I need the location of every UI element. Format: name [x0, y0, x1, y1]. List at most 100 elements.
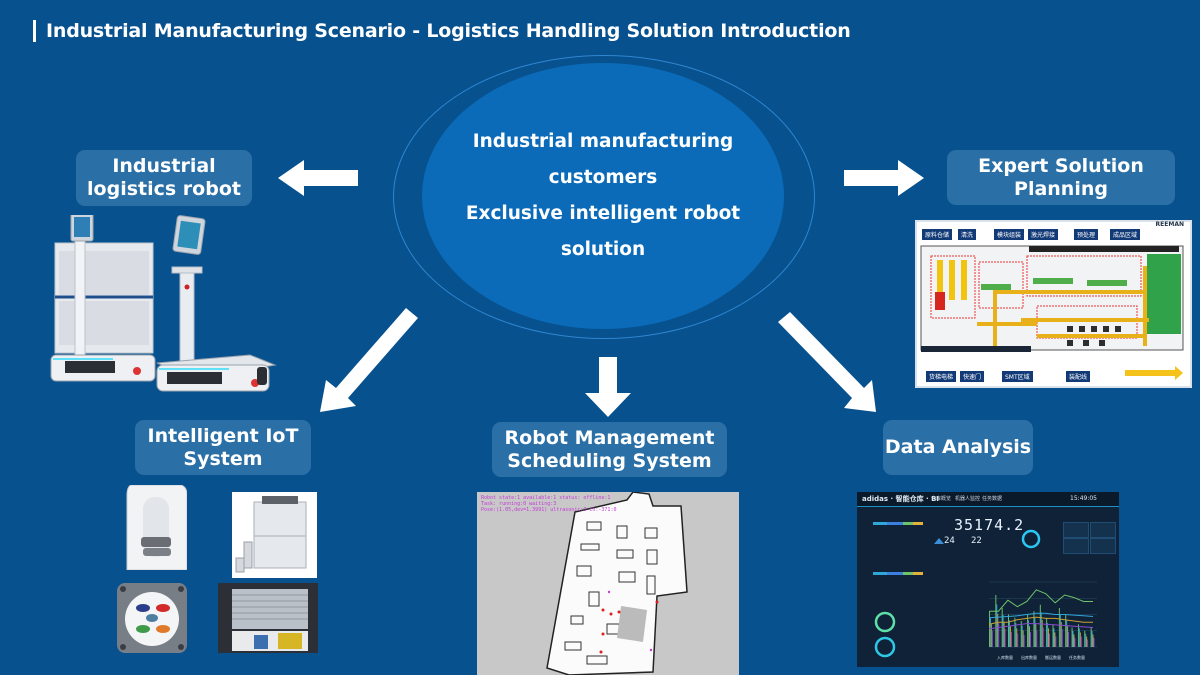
chart-bar: [1039, 604, 1041, 647]
label-robot-management-scheduling: Robot Management Scheduling System: [492, 422, 727, 477]
dashboard-stat-a: 24: [944, 536, 955, 546]
chart-line: [988, 623, 1094, 630]
chart-bar: [1027, 614, 1029, 647]
log-line: Task: running:0 waiting:3: [481, 501, 557, 507]
dashboard-header: [857, 492, 1119, 507]
dashboard-brand: adidas · 智能仓库 · BI: [862, 495, 940, 503]
robot-map-image: Robot state:1 available:1 status: offlin…: [477, 492, 739, 675]
dashboard-tab: 仓库概览: [931, 496, 952, 502]
shelf-robot: [50, 215, 156, 382]
label-expert-solution-planning: Expert Solution Planning: [947, 150, 1175, 205]
chart-bar: [1004, 629, 1006, 647]
dashboard-tab: 任务数据: [982, 496, 1003, 502]
chart-bar: [1058, 608, 1060, 647]
dashboard-card: [1063, 522, 1089, 538]
call-button-device-image: [126, 485, 187, 570]
chart-bar: [1036, 630, 1038, 647]
robot-map-log: Robot state:1 available:1 status: offlin…: [481, 495, 616, 513]
chart-bar: [1010, 632, 1012, 647]
chart-bar: [1033, 611, 1035, 647]
chart-bar: [1091, 631, 1093, 647]
chart-bar: [1015, 623, 1017, 647]
chart-bar: [1009, 626, 1011, 647]
robot-map-drawing: [546, 492, 688, 675]
arrow-to-iot: [320, 308, 418, 412]
dashboard-card: [1090, 538, 1116, 554]
logistics-robots-image: [50, 215, 277, 392]
chart-bar: [1003, 622, 1005, 647]
chart-bar: [1085, 633, 1087, 647]
chart-bar: [1053, 628, 1055, 647]
center-line: Industrial manufacturing: [472, 131, 734, 152]
dashboard-time: 15:49:05: [1070, 495, 1097, 502]
chart-bar: [1028, 620, 1030, 647]
label-industrial-logistics-robot: Industrial logistics robot: [76, 150, 252, 206]
chart-bar: [998, 623, 1000, 647]
center-ring: [393, 55, 815, 339]
arrow-to-analysis: [778, 312, 876, 412]
floor-plan-tag: 装配线: [1065, 370, 1092, 383]
floor-plan-tag: SMT区域: [1001, 370, 1034, 383]
chart-bar: [995, 595, 997, 647]
chart-bar: [1072, 631, 1074, 647]
chart-bar: [1023, 635, 1025, 647]
label-line: Expert Solution: [978, 154, 1144, 177]
floor-plan-drawing: [920, 245, 1184, 380]
arrow-to-planning: [844, 160, 924, 196]
chart-bar: [996, 604, 998, 647]
center-line: solution: [560, 239, 646, 260]
chart-bar: [1077, 624, 1079, 647]
chart-bar: [1009, 620, 1010, 647]
lift-robot: [156, 215, 277, 392]
chart-line: [989, 589, 1093, 612]
chart-bar: [1047, 623, 1049, 647]
chart-bar: [1029, 632, 1031, 647]
chart-bar: [1067, 626, 1069, 647]
label-line: Industrial: [112, 155, 216, 177]
dashboard-card: [1090, 522, 1116, 538]
chart-bar: [1029, 626, 1030, 647]
chart-bar: [1079, 632, 1081, 647]
label-line: Data Analysis: [884, 436, 1032, 458]
label-data-analysis: Data Analysis: [883, 420, 1033, 475]
chart-bar: [1078, 628, 1080, 647]
page-title-text: Industrial Manufacturing Scenario - Logi…: [46, 20, 851, 42]
floor-plan-tag: 货梯电梯: [925, 370, 958, 383]
label-line: Planning: [1014, 177, 1108, 200]
chart-bar: [1074, 638, 1076, 647]
label-line: logistics robot: [87, 178, 241, 200]
floor-plan-tag: 成品区域: [1109, 228, 1142, 241]
floor-plan-logo: REEMAN: [1155, 221, 1184, 228]
chart-bar: [1016, 628, 1018, 647]
center-line: Exclusive intelligent robot: [465, 203, 741, 224]
chart-bar: [1061, 629, 1063, 647]
chart-bar: [1059, 615, 1061, 647]
control-panel-image: [117, 583, 187, 653]
chart-bar: [997, 613, 999, 647]
chart-bar: [1084, 630, 1086, 647]
chart-bar: [1090, 627, 1092, 647]
chart-bar: [1042, 627, 1044, 647]
arrow-to-scheduling: [585, 357, 631, 417]
chart-bar: [991, 630, 993, 647]
label-line: Scheduling System: [507, 449, 712, 472]
chart-bar: [1087, 639, 1089, 647]
chart-legend: 入库数量 出库数量 搬运数量 任务数量: [997, 655, 1085, 661]
legend-item: 搬运数量: [1045, 655, 1061, 660]
bi-dashboard-image: adidas · 智能仓库 · BI 仓库概览 机器人监控 任务数据 15:49…: [857, 492, 1119, 667]
chart-bar: [1086, 636, 1088, 647]
chart-bar: [1068, 632, 1070, 647]
chart-bar: [1022, 630, 1024, 647]
center-line: customers: [548, 167, 658, 188]
floor-plan-tag: 激光焊接: [1027, 228, 1060, 241]
floor-plan-tag: 模块组装: [993, 228, 1026, 241]
center-ellipse: Industrial manufacturing customers Exclu…: [422, 63, 784, 329]
dashboard-card: [1063, 538, 1089, 554]
chart-bar: [1008, 614, 1010, 647]
chart-bar: [1073, 634, 1075, 647]
chart-bar: [1049, 633, 1050, 647]
chart-bar: [1093, 638, 1095, 647]
chart-bar: [1054, 632, 1056, 647]
chart-bar: [1080, 636, 1082, 647]
chart-bar: [1020, 621, 1022, 647]
